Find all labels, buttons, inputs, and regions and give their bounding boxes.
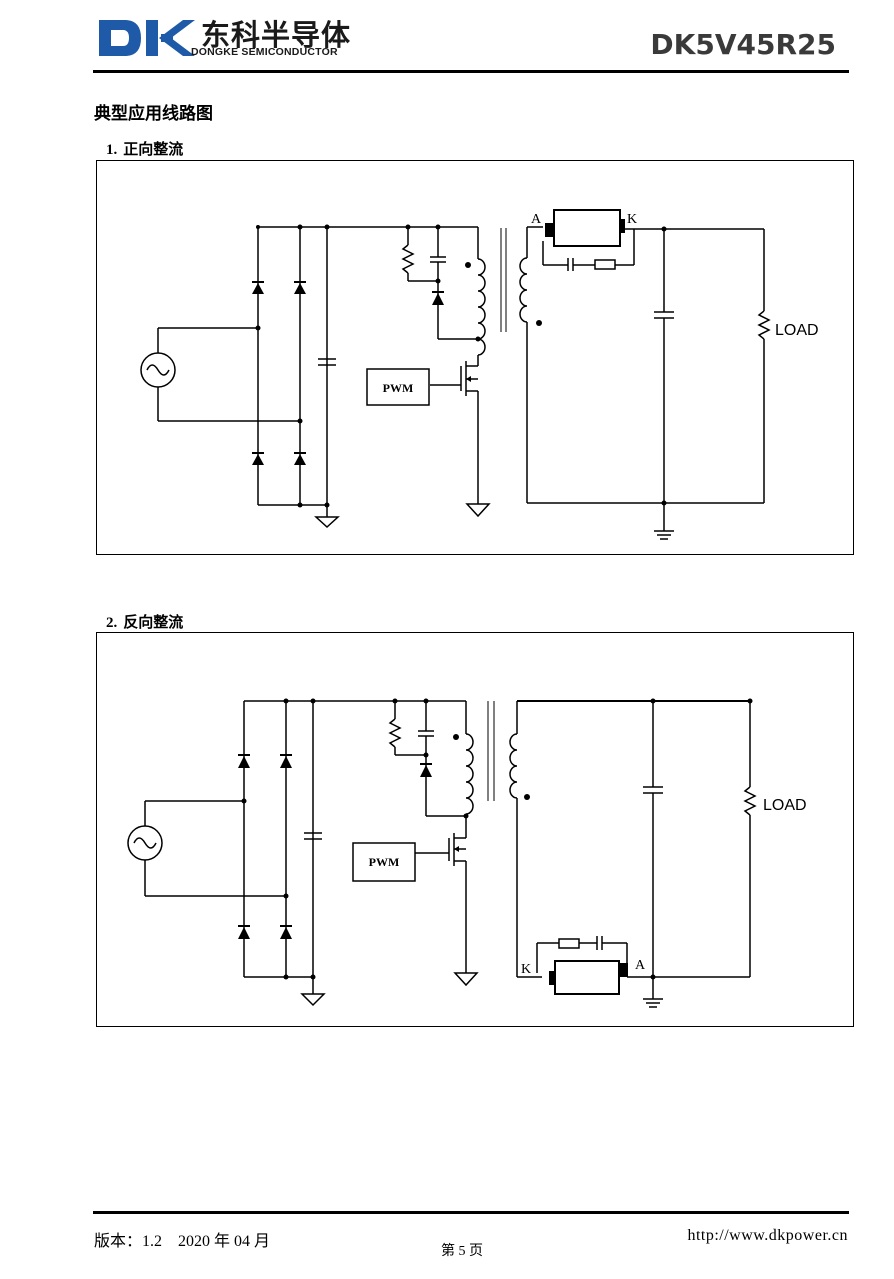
- figure-1-schematic: A K LOAD PWM: [140, 209, 819, 540]
- logo-text-cn: 东科半导体: [201, 18, 352, 52]
- header-rule: [93, 70, 849, 73]
- logo-text-en: DONGKE SEMICONDUCTOR: [191, 46, 338, 58]
- figure-1-frame: A K LOAD PWM: [96, 160, 854, 555]
- figure-2-number: 2.: [106, 615, 118, 631]
- part-number: DK5V45R25: [650, 28, 836, 61]
- figure-2-load-label: LOAD: [763, 797, 807, 814]
- figure-1-title: 1. 正向整流: [106, 138, 183, 159]
- figure-1-label: 正向整流: [123, 140, 184, 158]
- figure-1-pwm-label: PWM: [383, 381, 414, 395]
- footer-rule: [93, 1211, 849, 1214]
- figure-1-number: 1.: [106, 142, 118, 158]
- section-title: 典型应用线路图: [94, 104, 213, 124]
- figure-1-cathode-label: K: [627, 212, 637, 227]
- dk-logo-mark: [99, 20, 195, 56]
- figure-2-schematic: K A LOAD PWM: [127, 698, 807, 1008]
- footer-page-number: 第 5 页: [441, 1244, 483, 1259]
- figure-2-pwm-label: PWM: [369, 855, 400, 869]
- figure-1-load-label: LOAD: [775, 322, 819, 339]
- figure-2-frame: K A LOAD PWM: [96, 632, 854, 1027]
- figure-1-anode-label: A: [531, 212, 542, 227]
- footer-version: 版本：1.2 2020 年 04 月: [94, 1233, 271, 1250]
- figure-2-cathode-label: K: [521, 962, 531, 977]
- figure-2-label: 反向整流: [123, 613, 184, 631]
- footer-url: http://www.dkpower.cn: [687, 1227, 848, 1244]
- figure-2-title: 2. 反向整流: [106, 611, 183, 632]
- figure-2-anode-label: A: [635, 958, 646, 973]
